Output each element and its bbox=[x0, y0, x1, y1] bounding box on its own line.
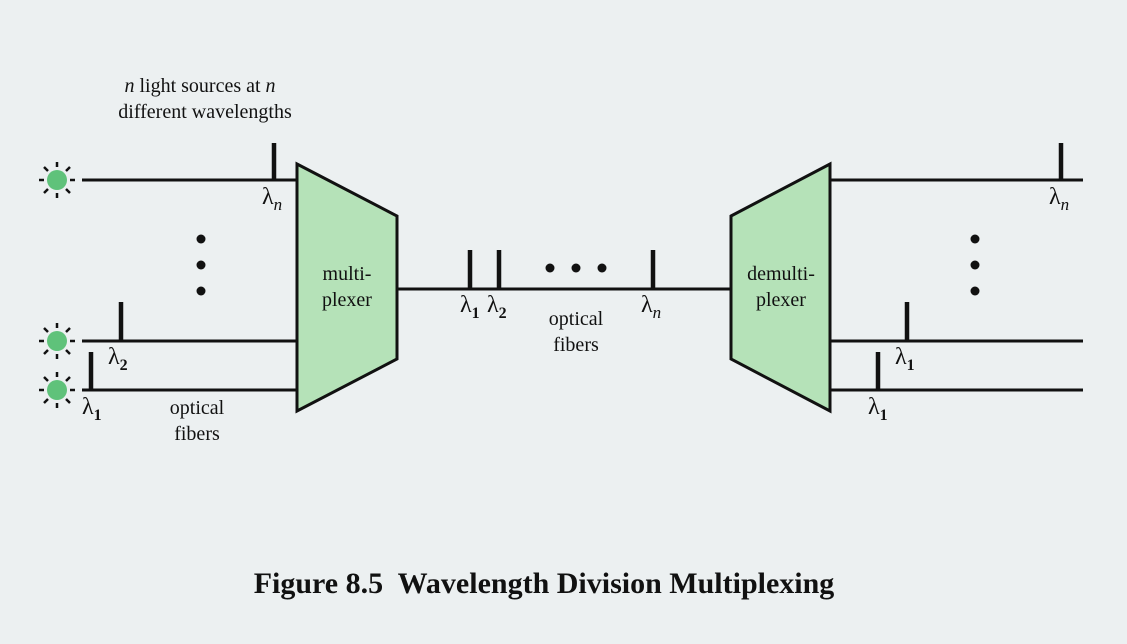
sources-label-line2: different wavelengths bbox=[118, 101, 292, 123]
lambda-label-out-b: λ1 bbox=[868, 394, 888, 424]
demultiplexer-block bbox=[729, 161, 832, 414]
sources-label-line1: n light sources at n bbox=[124, 75, 275, 97]
light-source-1-icon bbox=[39, 372, 75, 408]
lambda-label-in-1: λ1 bbox=[82, 394, 102, 424]
sources-label-mid: light sources at bbox=[134, 75, 265, 97]
input-fibers-label-line2: fibers bbox=[174, 423, 220, 445]
demultiplexer-label-line1: demulti- bbox=[747, 263, 815, 285]
input-fibers-label-line1: optical bbox=[170, 397, 225, 419]
input-vertical-ellipsis bbox=[196, 234, 206, 296]
sources-label-n1: n bbox=[124, 75, 134, 97]
trunk-fibers-label-line1: optical bbox=[549, 308, 604, 330]
light-source-2-icon bbox=[39, 323, 75, 359]
lambda-label-trunk-n: λn bbox=[641, 292, 661, 322]
light-source-n-icon bbox=[39, 162, 75, 198]
multiplexer-label-line1: multi- bbox=[323, 263, 372, 285]
lambda-label-in-n: λn bbox=[262, 184, 282, 214]
demultiplexer-label-line2: plexer bbox=[756, 289, 806, 311]
multiplexer-label-line2: plexer bbox=[322, 289, 372, 311]
lambda-label-out-n: λn bbox=[1049, 184, 1069, 214]
trunk-fibers-label-line2: fibers bbox=[553, 334, 599, 356]
lambda-label-trunk-2: λ2 bbox=[487, 292, 507, 322]
multiplexer-block bbox=[295, 161, 399, 414]
output-vertical-ellipsis bbox=[970, 234, 980, 296]
figure-caption: Figure 8.5 Wavelength Division Multiplex… bbox=[254, 567, 835, 600]
lambda-label-trunk-1: λ1 bbox=[460, 292, 480, 322]
lambda-label-in-2: λ2 bbox=[108, 344, 128, 374]
lambda-label-out-a: λ1 bbox=[895, 344, 915, 374]
trunk-horizontal-ellipsis bbox=[545, 263, 607, 273]
sources-label-n2: n bbox=[266, 75, 276, 97]
